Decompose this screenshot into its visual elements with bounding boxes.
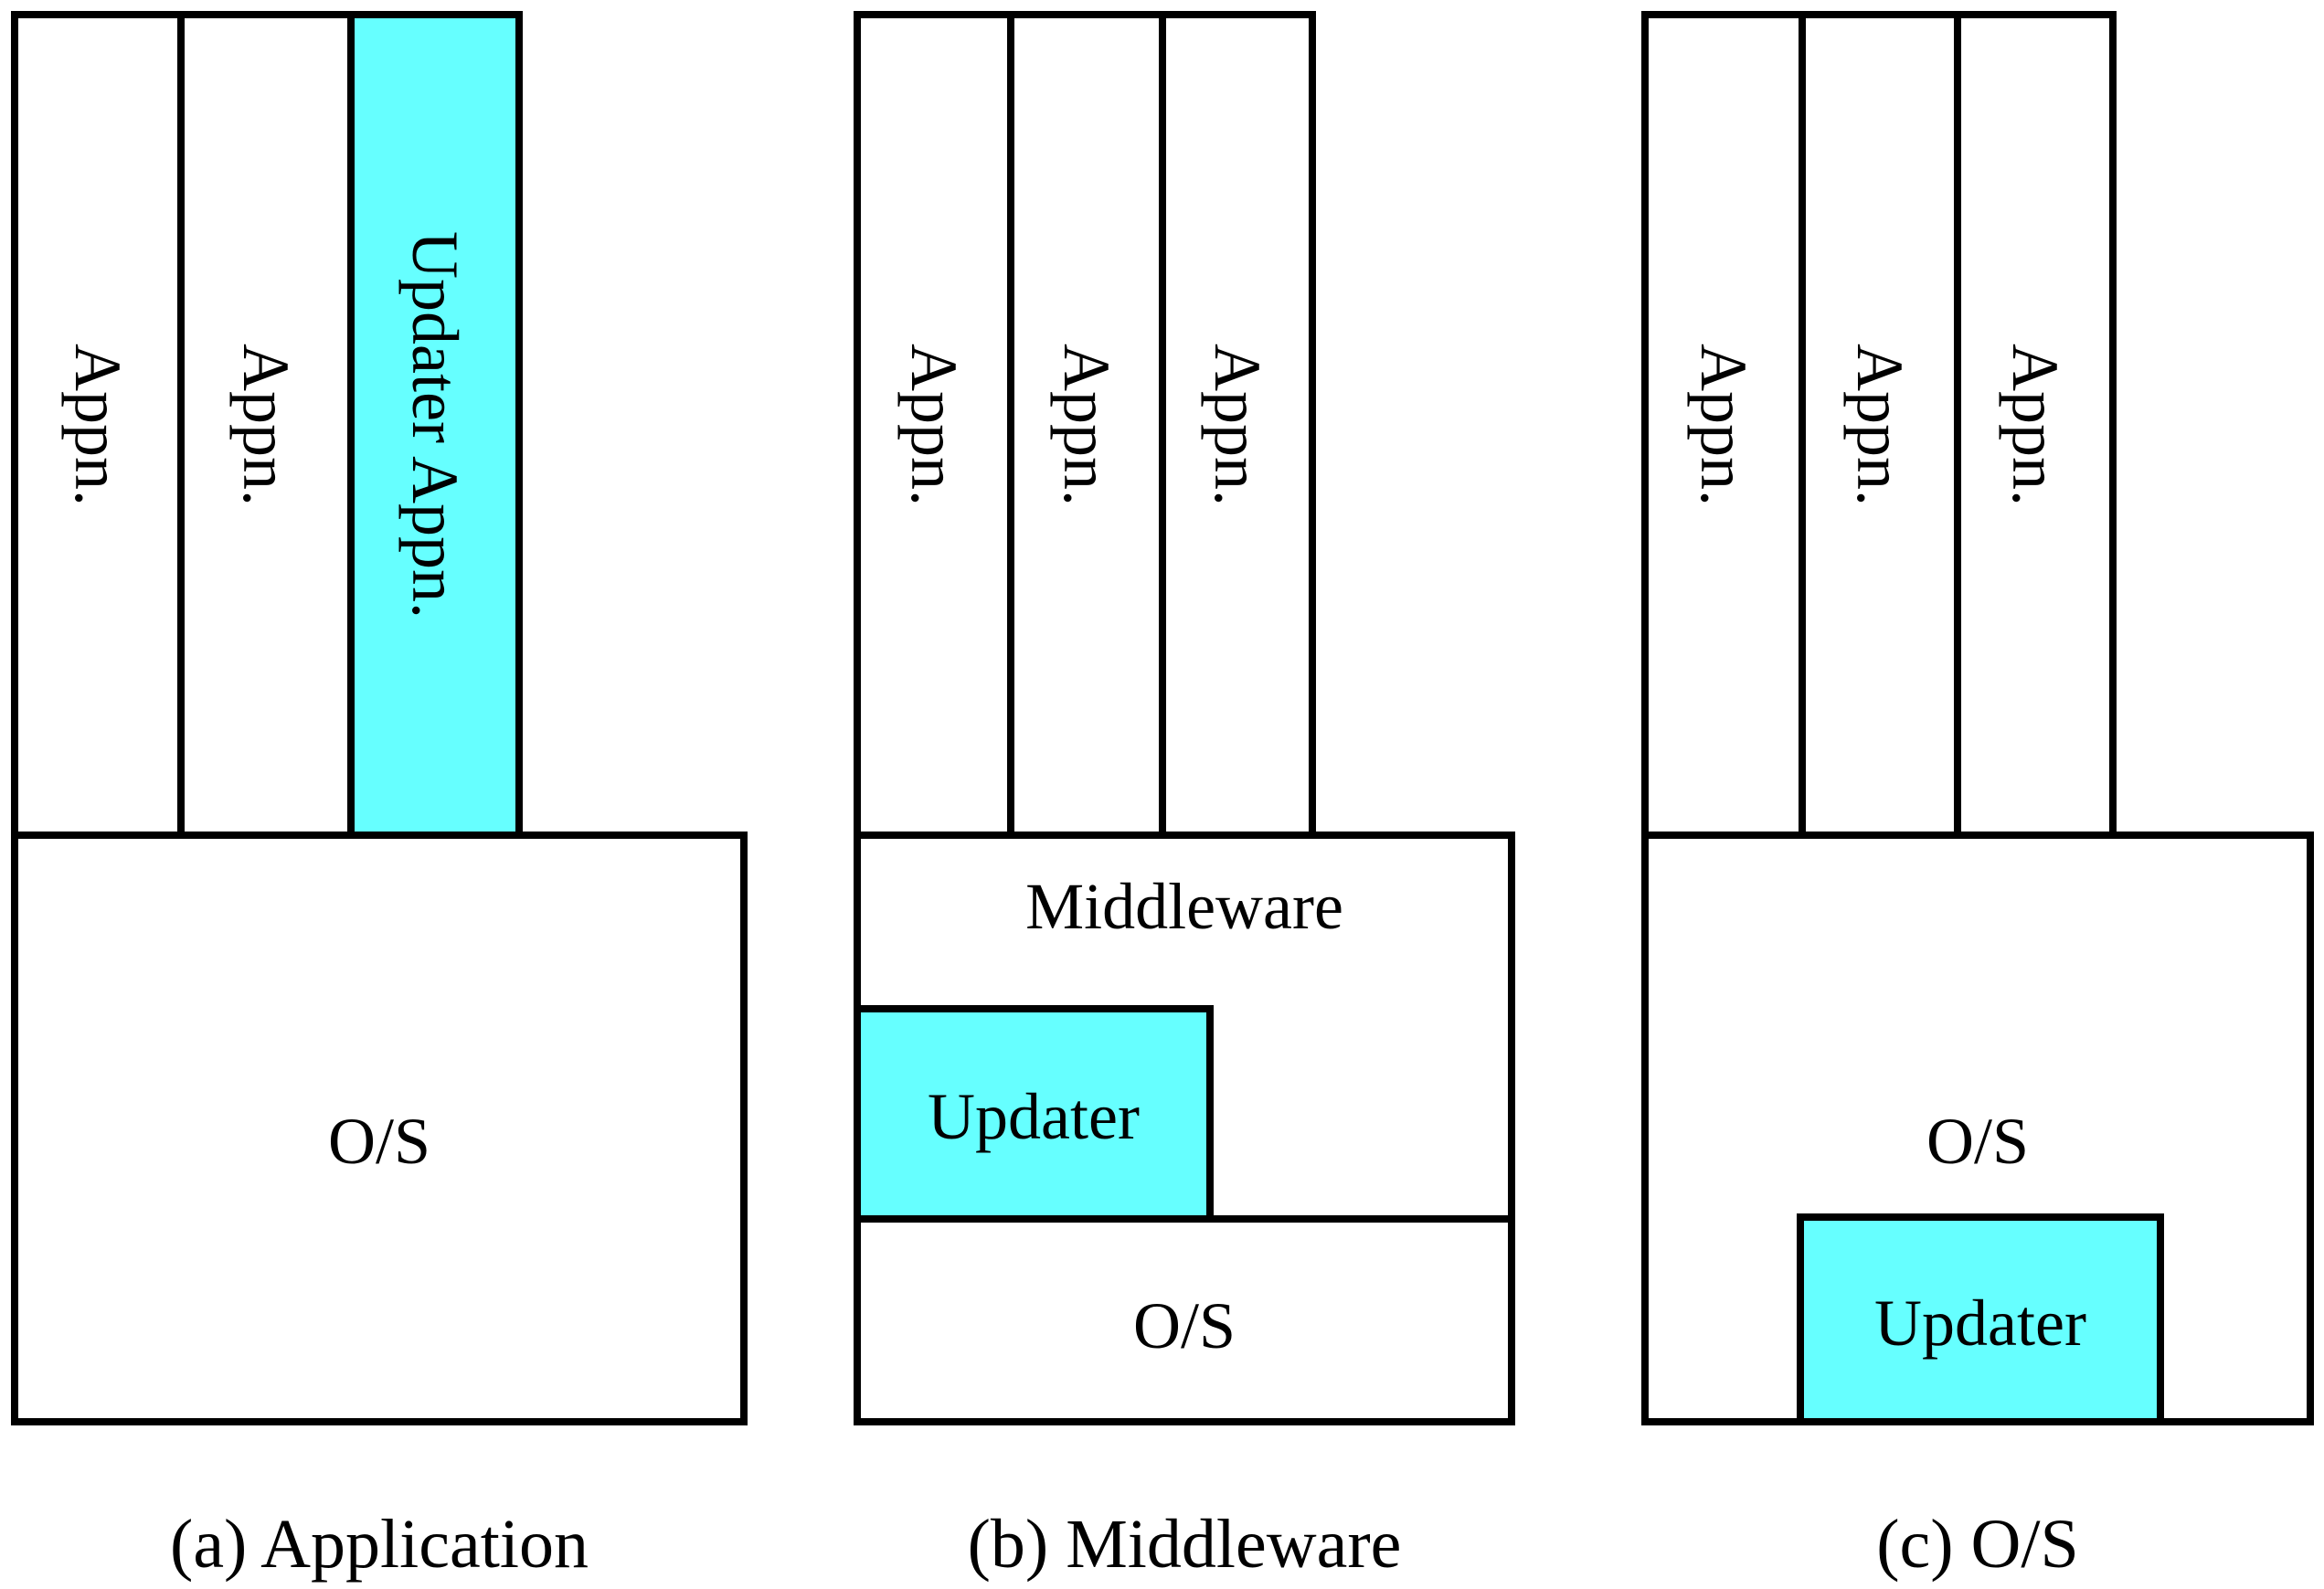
panel-caption: (b) Middleware — [967, 1506, 1402, 1583]
os-block: O/S — [11, 832, 748, 1425]
middleware-label: Middleware — [1025, 870, 1343, 943]
app-label: Appn. — [1687, 344, 1760, 506]
panel-caption: (a) Application — [170, 1506, 589, 1583]
app-column: Appn. — [1159, 11, 1316, 839]
app-label: Appn. — [61, 344, 134, 506]
app-column: Appn. — [11, 11, 185, 839]
app-column: Appn. — [1641, 11, 1806, 839]
app-label: Appn. — [1050, 344, 1123, 506]
updater-label: Updater — [928, 1080, 1140, 1153]
updater-app-column: Updater Appn. — [347, 11, 523, 839]
os-block: O/S — [854, 1215, 1515, 1425]
panel-caption: (c) O/S — [1876, 1506, 2079, 1583]
app-column: Appn. — [854, 11, 1014, 839]
updater-block: Updater — [854, 1005, 1214, 1223]
app-label: Appn. — [1843, 344, 1916, 506]
app-column: Appn. — [1954, 11, 2117, 839]
app-column: Appn. — [177, 11, 355, 839]
app-label: Appn. — [229, 344, 302, 506]
updater-block: Updater — [1797, 1213, 2164, 1425]
app-column: Appn. — [1799, 11, 1961, 839]
app-label: Appn. — [897, 344, 971, 506]
app-column: Appn. — [1007, 11, 1166, 839]
updater-label: Updater — [1874, 1287, 2086, 1360]
app-label: Appn. — [1999, 344, 2072, 506]
os-label: O/S — [1926, 1105, 2030, 1178]
app-label: Appn. — [1201, 344, 1274, 506]
os-label: O/S — [327, 1105, 431, 1178]
updater-app-label: Updater Appn. — [398, 231, 472, 619]
os-label: O/S — [1132, 1289, 1236, 1362]
